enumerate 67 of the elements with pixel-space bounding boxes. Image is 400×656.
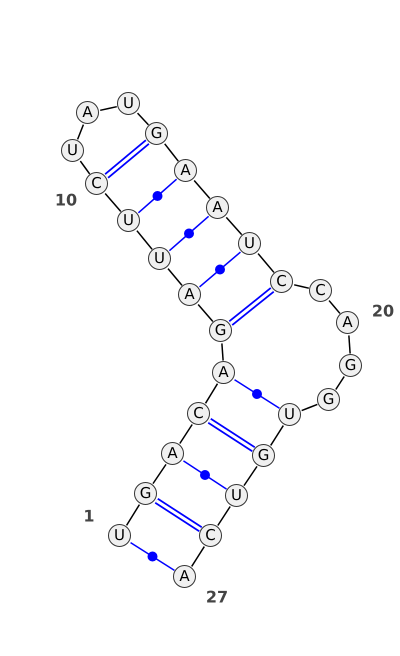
backbone-line	[76, 124, 84, 140]
backbone-line	[204, 383, 218, 404]
base-pair-double-line	[208, 418, 256, 452]
position-number: 27	[206, 588, 228, 606]
backbone-line	[136, 112, 150, 126]
backbone-line	[80, 160, 90, 174]
nucleotide-circle: G	[145, 122, 168, 145]
nucleotide-circle: A	[212, 361, 235, 384]
nucleotide-circle: C	[309, 279, 332, 302]
backbone-line	[198, 304, 214, 322]
backbone-line	[167, 268, 183, 286]
nucleotide-circle: G	[134, 482, 157, 505]
nucleotide-circle: G	[252, 444, 275, 467]
base-pair-line	[168, 216, 210, 252]
nucleotide-circle: A	[174, 159, 197, 182]
nucleotide-circle: U	[117, 209, 140, 232]
backbone-line	[136, 230, 153, 250]
nucleotide-circle: U	[61, 139, 84, 162]
base-pair-line	[199, 252, 241, 288]
backbone-line	[221, 343, 224, 361]
base-pair-double-line	[154, 498, 202, 532]
backbone-line	[104, 192, 122, 212]
nucleotide-circle: U	[225, 484, 248, 507]
base-pair-line	[183, 460, 227, 490]
base-pair-line	[130, 542, 175, 571]
backbone-line	[152, 464, 167, 484]
nucleotide-circle: A	[173, 565, 196, 588]
nucleotide-circle: U	[108, 524, 131, 547]
backbone-line	[270, 425, 284, 446]
nucleotide-circle: C	[199, 524, 222, 547]
nucleotide-circle: A	[76, 101, 99, 124]
backbone-line	[348, 335, 351, 354]
backbone-line	[243, 466, 258, 486]
nucleotide-circle: C	[187, 402, 210, 425]
nucleotide-circle: A	[336, 311, 359, 334]
backbone-line	[179, 424, 193, 444]
backbone-line	[294, 284, 309, 289]
backbone-line	[191, 546, 205, 567]
position-number: 10	[54, 190, 78, 210]
backbone-line	[257, 253, 275, 273]
nucleotide-circle: G	[317, 388, 340, 411]
nucleotide-circle: C	[270, 270, 293, 293]
backbone-line	[226, 216, 242, 236]
base-pair-line	[138, 178, 178, 214]
nucleotide-circle: U	[238, 232, 261, 255]
nucleotide-circle: A	[206, 196, 229, 219]
position-number: 20	[372, 302, 394, 320]
backbone-line	[126, 504, 140, 526]
nucleotide-circle: A	[161, 442, 184, 465]
nucleotide-circle: U	[117, 92, 140, 115]
nucleotide-circle: A	[178, 283, 201, 306]
backbone-line	[335, 376, 345, 390]
backbone-line	[328, 300, 341, 314]
nucleotide-circle: U	[148, 247, 171, 270]
position-number: 1	[83, 506, 95, 526]
nucleotide-circle: U	[278, 403, 301, 426]
nucleotide-circle: G	[209, 319, 232, 342]
backbone-line	[164, 143, 179, 162]
backbone-line	[301, 404, 318, 412]
backbone-line	[194, 180, 210, 200]
base-pair-line	[234, 379, 280, 409]
backbone-line	[100, 106, 117, 112]
backbone-line	[217, 506, 231, 526]
base-pair-double-line	[228, 287, 274, 326]
nucleotide-circle: C	[85, 172, 108, 195]
base-pair-double-line	[104, 140, 150, 178]
nucleotide-circle: G	[339, 354, 362, 377]
